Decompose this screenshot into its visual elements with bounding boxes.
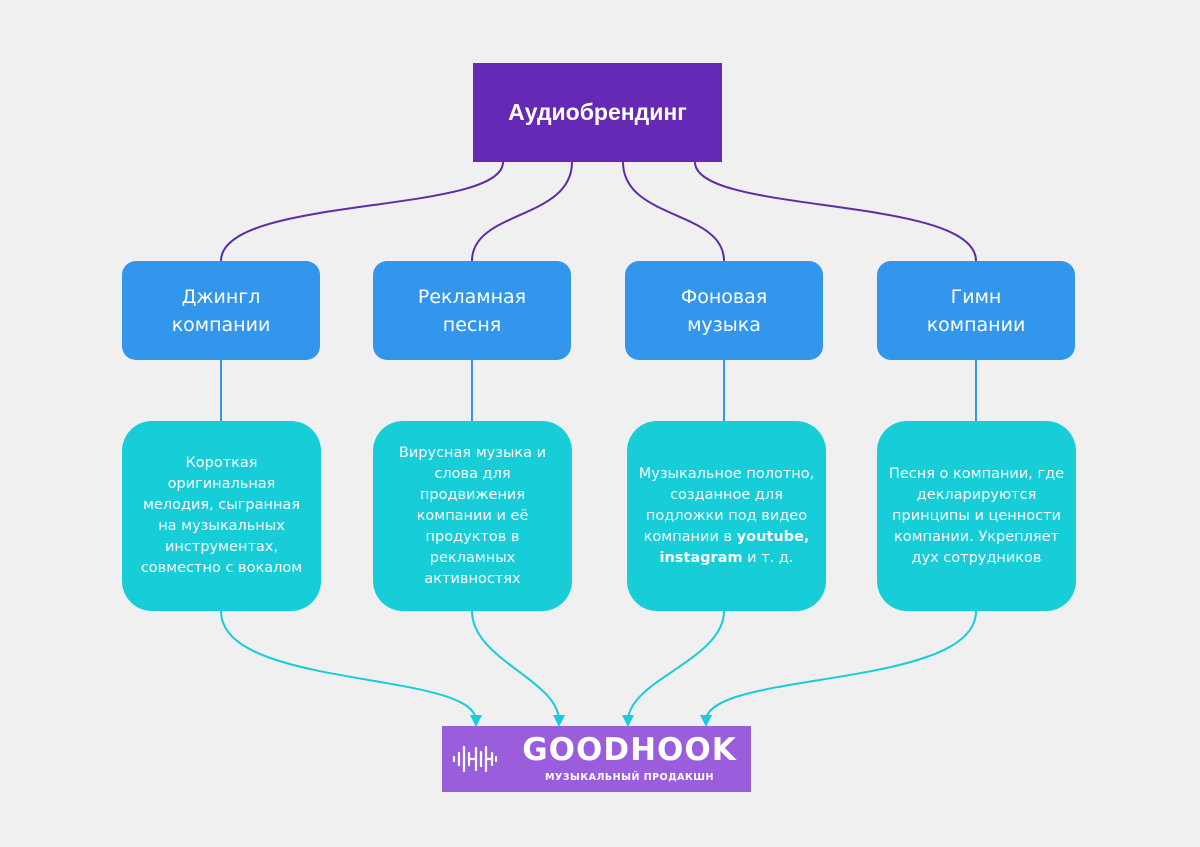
description-background-music: Музыкальное полотно, созданное для подло… <box>627 421 826 611</box>
category-anthem: Гимн компании <box>877 261 1075 360</box>
connector-root-background <box>622 161 725 262</box>
description-jingle-text: Короткая оригинальная мелодия, сыгранная… <box>140 455 303 576</box>
connector-root-anthem <box>694 161 977 262</box>
category-background-line1: Фоновая <box>680 285 768 308</box>
root-title: Аудиобрендинг <box>508 99 687 125</box>
category-background-music: Фоновая музыка <box>625 261 823 360</box>
description-anthem: Песня о компании, где декларируются прин… <box>877 421 1076 611</box>
sound-wave-icon <box>452 745 498 773</box>
description-background-etc: и т. д. <box>747 549 794 566</box>
arrow-ad-song-to-logo <box>471 610 565 727</box>
connector-root-jingle <box>220 161 504 262</box>
category-anthem-line2: компании <box>926 313 1026 336</box>
arrow-jingle-to-logo <box>220 610 482 727</box>
category-jingle-line2: компании <box>171 313 271 336</box>
youtube-label: youtube, <box>736 528 810 545</box>
category-jingle-line1: Джингл <box>181 285 261 308</box>
description-ad-song-text: Вирусная музыка и слова для продвижения … <box>398 444 547 587</box>
goodhook-logo: GOODHOOK МУЗЫКАЛЬНЫЙ ПРОДАКШН <box>442 726 751 792</box>
description-jingle: Короткая оригинальная мелодия, сыгранная… <box>122 421 321 611</box>
category-jingle: Джингл компании <box>122 261 320 360</box>
description-ad-song: Вирусная музыка и слова для продвижения … <box>373 421 572 611</box>
description-background-text: Музыкальное полотно, созданное для подло… <box>638 465 815 545</box>
arrow-background-to-logo <box>622 610 725 727</box>
logo-name: GOODHOOK <box>522 732 737 768</box>
instagram-label: instagram <box>659 549 743 566</box>
description-anthem-text: Песня о компании, где декларируются прин… <box>888 465 1065 566</box>
root-node-audiobranding: Аудиобрендинг <box>473 63 722 162</box>
logo-subtitle: МУЗЫКАЛЬНЫЙ ПРОДАКШН <box>545 772 714 783</box>
category-background-line2: музыка <box>687 313 761 336</box>
connector-root-ad-song <box>471 161 573 262</box>
category-ad-song: Рекламная песня <box>373 261 571 360</box>
category-ad-song-line2: песня <box>442 313 502 336</box>
category-ad-song-line1: Рекламная <box>417 285 527 308</box>
arrow-anthem-to-logo <box>700 610 977 727</box>
category-anthem-line1: Гимн <box>950 285 1002 308</box>
